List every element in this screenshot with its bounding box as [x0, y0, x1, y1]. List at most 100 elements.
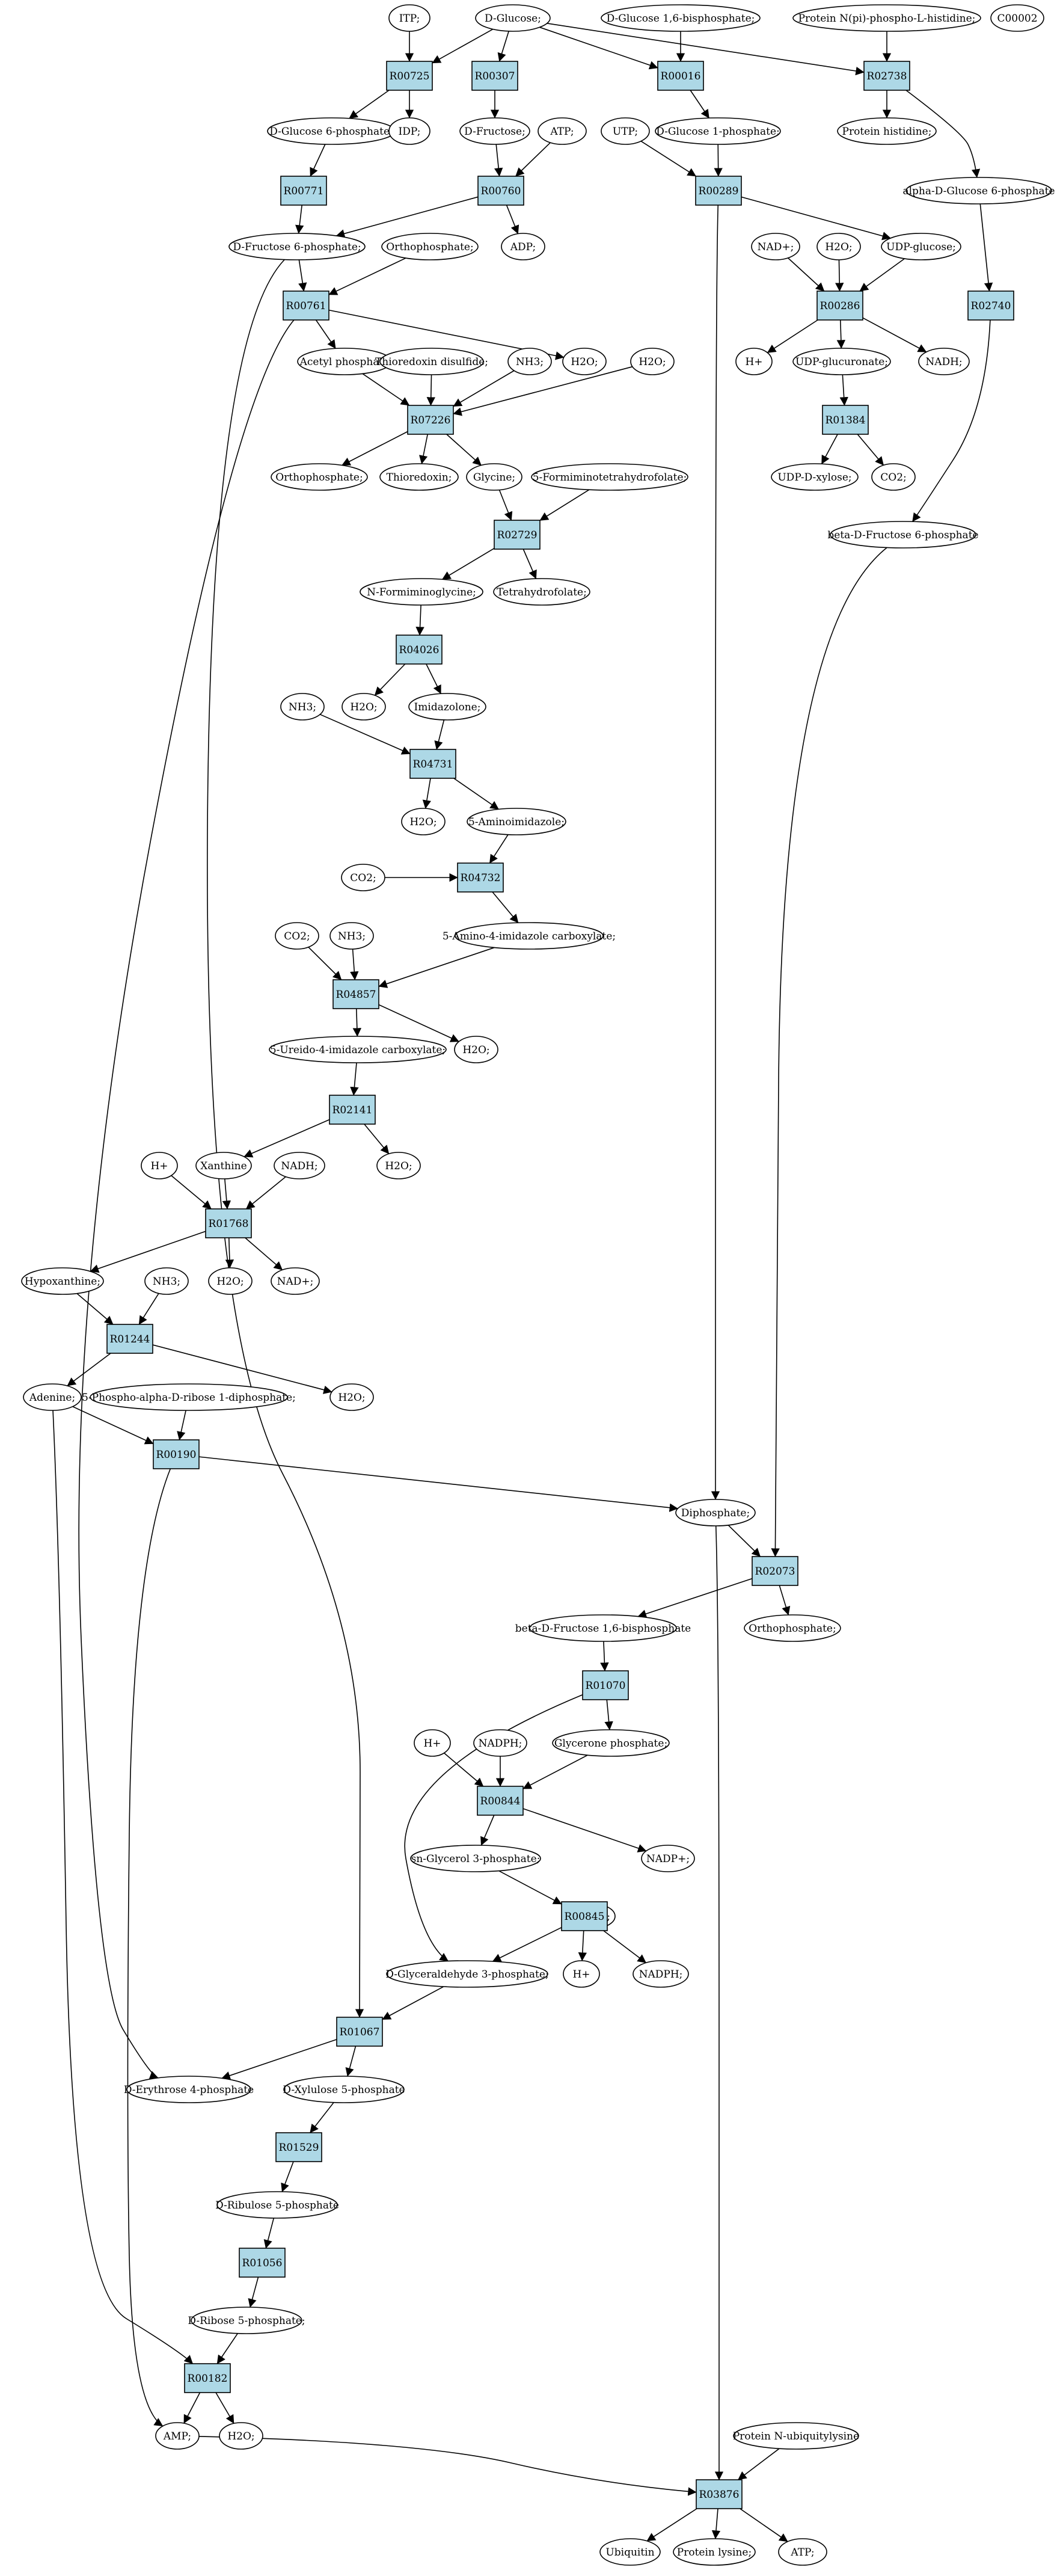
reaction-node-r01768[interactable]: R01768	[205, 1208, 252, 1238]
compound-node-h2o-b[interactable]: H2O;	[562, 348, 607, 375]
compound-node-orthop2[interactable]: Orthophosphate;	[271, 463, 368, 491]
reaction-node-r00761[interactable]: R00761	[283, 290, 329, 321]
compound-node-thio[interactable]: Thioredoxin;	[379, 463, 459, 491]
compound-node-h2o-a[interactable]: H2O;	[816, 233, 861, 260]
compound-node-nh3-b[interactable]: NH3;	[280, 693, 325, 721]
compound-node-prpp[interactable]: 5-Phospho-alpha-D-ribose 1-diphosphate;	[82, 1383, 296, 1411]
compound-node-h2o-g[interactable]: H2O;	[376, 1152, 421, 1179]
reaction-node-r04026[interactable]: R04026	[396, 635, 443, 665]
reaction-node-r01384[interactable]: R01384	[822, 405, 869, 435]
reaction-node-r01244[interactable]: R01244	[106, 1324, 153, 1354]
compound-node-utp[interactable]: UTP;	[601, 117, 650, 145]
compound-node-snglyc3p[interactable]: sn-Glycerol 3-phosphate;	[410, 1845, 541, 1872]
compound-node-dglc6p[interactable]: D-Glucose 6-phosphate;	[267, 117, 396, 145]
compound-node-nh3-c[interactable]: NH3;	[329, 922, 374, 950]
reaction-node-r01070[interactable]: R01070	[582, 1670, 629, 1700]
reaction-node-r00289[interactable]: R00289	[695, 176, 742, 206]
compound-node-adp[interactable]: ADP;	[501, 233, 545, 260]
compound-node-xanth[interactable]: Xanthine	[195, 1152, 252, 1179]
compound-node-adenine[interactable]: Adenine;	[23, 1383, 82, 1411]
compound-node-udpxyl[interactable]: UDP-D-xylose;	[771, 463, 859, 491]
reaction-node-r00845[interactable]: R00845	[561, 1901, 608, 1931]
reaction-node-r04857[interactable]: R04857	[332, 979, 379, 1009]
compound-node-aminoimid[interactable]: 5-Aminoimidazole;	[467, 808, 566, 835]
compound-node-co2-b[interactable]: CO2;	[341, 864, 385, 891]
reaction-node-r00771[interactable]: R00771	[280, 176, 327, 206]
compound-node-formthf[interactable]: 5-Formiminotetrahydrofolate;	[531, 463, 688, 491]
compound-node-dfru[interactable]: D-Fructose;	[459, 117, 530, 145]
compound-node-nh3-d[interactable]: NH3;	[144, 1267, 189, 1295]
reaction-node-r01056[interactable]: R01056	[239, 2248, 286, 2278]
compound-node-prothis[interactable]: Protein histidine;	[837, 117, 937, 145]
compound-node-diphos[interactable]: Diphosphate;	[675, 1499, 756, 1526]
compound-node-drib5p[interactable]: D-Ribose 5-phosphate;	[188, 2307, 305, 2334]
compound-node-nadh-b[interactable]: NADH;	[274, 1152, 325, 1179]
compound-node-thf[interactable]: Tetrahydrofolate;	[493, 578, 590, 606]
compound-node-nadp1[interactable]: NAD+;	[751, 233, 800, 260]
reaction-node-r04732[interactable]: R04732	[457, 862, 504, 893]
reaction-node-r00307[interactable]: R00307	[471, 61, 518, 91]
compound-node-dxyl5p[interactable]: D-Xylulose 5-phosphate	[283, 2076, 405, 2103]
reaction-node-r00725[interactable]: R00725	[386, 61, 433, 91]
compound-node-hypox[interactable]: Hypoxanthine;	[21, 1267, 104, 1295]
compound-node-hplus-b[interactable]: H+	[141, 1152, 178, 1179]
compound-node-drbl5p[interactable]: D-Ribulose 5-phosphate	[215, 2191, 339, 2219]
compound-node-itp[interactable]: ITP;	[388, 4, 430, 32]
compound-node-dery4p[interactable]: D-Erythrose 4-phosphate	[124, 2076, 254, 2103]
compound-node-gly[interactable]: Glycine;	[466, 463, 522, 491]
compound-node-nadph-b[interactable]: NADPH;	[633, 1960, 689, 1988]
compound-node-amp[interactable]: AMP;	[155, 2422, 200, 2450]
reaction-node-r02729[interactable]: R02729	[494, 520, 541, 550]
reaction-node-r07226[interactable]: R07226	[407, 405, 454, 435]
compound-node-dglc1p[interactable]: D-Glucose 1-phosphate;	[655, 117, 781, 145]
compound-node-protnub[interactable]: Protein N-ubiquitylysine	[733, 2422, 859, 2450]
reaction-node-r00016[interactable]: R00016	[657, 61, 704, 91]
reaction-node-r03876[interactable]: R03876	[696, 2479, 743, 2509]
reaction-node-r02738[interactable]: R02738	[863, 61, 910, 91]
compound-node-ureido[interactable]: 5-Ureido-4-imidazole carboxylate;	[269, 1036, 447, 1063]
reaction-node-r04731[interactable]: R04731	[409, 749, 456, 779]
compound-node-orthop3[interactable]: Orthophosphate;	[744, 1614, 841, 1642]
reaction-node-r00760[interactable]: R00760	[477, 176, 524, 206]
compound-node-h2o-c[interactable]: H2O;	[630, 348, 675, 375]
compound-node-h2o-h[interactable]: H2O;	[208, 1267, 253, 1295]
compound-node-hplus-c[interactable]: H+	[414, 1729, 451, 1757]
compound-node-hplus-d[interactable]: H+	[563, 1960, 600, 1988]
compound-node-h2o-f[interactable]: H2O;	[454, 1036, 498, 1063]
compound-node-nformgly[interactable]: N-Formiminoglycine;	[360, 578, 483, 606]
compound-node-nadph-a[interactable]: NADPH;	[473, 1729, 527, 1757]
compound-node-atp2[interactable]: ATP;	[778, 2538, 827, 2566]
reaction-node-r01529[interactable]: R01529	[275, 2132, 322, 2162]
compound-node-nadp2[interactable]: NAD+;	[271, 1267, 320, 1295]
compound-node-h2o-i[interactable]: H2O;	[329, 1383, 374, 1411]
compound-node-c00002[interactable]: C00002	[990, 4, 1044, 32]
compound-node-nadh-a[interactable]: NADH;	[918, 348, 970, 375]
compound-node-hplus-a[interactable]: H+	[735, 348, 773, 375]
compound-node-udpglc[interactable]: UDP-glucose;	[881, 233, 961, 260]
compound-node-dga3p[interactable]: D-Glyceraldehyde 3-phosphate;	[385, 1960, 549, 1988]
compound-node-dfru6p[interactable]: D-Fructose 6-phosphate;	[228, 233, 366, 260]
compound-node-glyceronep[interactable]: Glycerone phosphate;	[552, 1729, 670, 1757]
compound-node-co2-c[interactable]: CO2;	[275, 922, 319, 950]
reaction-node-r02073[interactable]: R02073	[752, 1556, 798, 1586]
compound-node-aicarb[interactable]: 5-Amino-4-imidazole carboxylate;	[443, 922, 616, 950]
compound-node-thiodis[interactable]: Thioredoxin disulfide;	[375, 348, 488, 375]
reaction-node-r01067[interactable]: R01067	[336, 2017, 383, 2047]
compound-node-idp[interactable]: IDP;	[388, 117, 430, 145]
compound-node-dglc16bp[interactable]: D-Glucose 1,6-bisphosphate;	[601, 4, 761, 32]
compound-node-nadpp-a[interactable]: NADP+;	[641, 1845, 695, 1872]
reaction-node-r02141[interactable]: R02141	[329, 1095, 376, 1125]
compound-node-imidaz[interactable]: Imidazolone;	[408, 693, 486, 721]
compound-node-ubiq[interactable]: Ubiquitin	[599, 2538, 661, 2566]
reaction-node-r00286[interactable]: R00286	[816, 290, 863, 321]
compound-node-h2o-e[interactable]: H2O;	[401, 808, 446, 835]
compound-node-h2o-d[interactable]: H2O;	[342, 693, 386, 721]
compound-node-udpglcur[interactable]: UDP-glucuronate;	[792, 348, 891, 375]
compound-node-orthop1[interactable]: Orthophosphate;	[381, 233, 479, 260]
compound-node-atp1[interactable]: ATP;	[538, 117, 587, 145]
compound-node-acetylp[interactable]: Acetyl phosphate	[297, 348, 392, 375]
reaction-node-r00190[interactable]: R00190	[153, 1439, 200, 1469]
compound-node-h2o-j[interactable]: H2O;	[219, 2422, 263, 2450]
compound-node-nh3-a[interactable]: NH3;	[507, 348, 552, 375]
reaction-node-r02740[interactable]: R02740	[967, 290, 1014, 321]
